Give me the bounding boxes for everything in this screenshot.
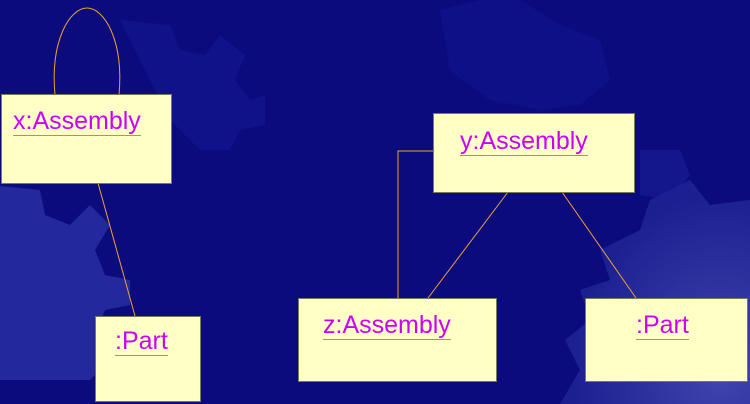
object-label: y:Assembly xyxy=(460,127,588,156)
object-label: :Part xyxy=(636,311,689,340)
self-link-x-assembly xyxy=(53,7,121,96)
object-z-assembly[interactable]: z:Assembly xyxy=(298,298,497,382)
object-x-part[interactable]: :Part xyxy=(95,316,201,402)
connectors xyxy=(53,7,637,317)
gear-icon xyxy=(0,186,130,380)
object-y-part[interactable]: :Part xyxy=(585,298,748,382)
link-x-assembly-x-part xyxy=(97,182,136,317)
object-y-assembly[interactable]: y:Assembly xyxy=(433,113,635,193)
gear-icon xyxy=(120,20,265,150)
object-label: :Part xyxy=(115,327,168,356)
object-label: x:Assembly xyxy=(13,107,141,136)
object-label: z:Assembly xyxy=(323,311,451,340)
link-y-assembly-z-assembly xyxy=(427,191,509,299)
object-x-assembly[interactable]: x:Assembly xyxy=(1,94,172,184)
link-y-assembly-y-part xyxy=(561,191,637,299)
gear-icon xyxy=(640,150,690,200)
link-y-assembly-z-assembly-elbow xyxy=(397,150,434,298)
gear-icon xyxy=(440,0,610,110)
